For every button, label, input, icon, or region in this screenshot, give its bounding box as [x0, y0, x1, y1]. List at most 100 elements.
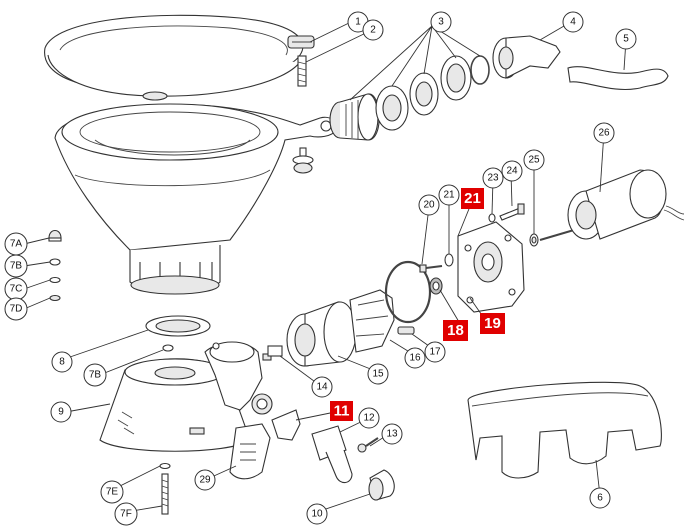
highlight-label-21: 21 — [461, 188, 484, 209]
shaft-seal-19 — [429, 277, 443, 295]
washer-21 — [444, 253, 454, 267]
screw-23 — [488, 213, 496, 223]
inlet-nut — [440, 55, 472, 101]
svg-text:4: 4 — [570, 17, 576, 28]
callout-17: 17 — [424, 341, 446, 363]
callout-23: 23 — [482, 167, 504, 189]
svg-text:26: 26 — [598, 128, 610, 139]
callout-16: 16 — [404, 347, 426, 369]
outlet-flange-12 — [311, 425, 353, 484]
callout-24: 24 — [501, 160, 523, 182]
highlight-label-19: 19 — [480, 313, 505, 334]
callout-7d: 7D — [4, 297, 28, 321]
svg-text:12: 12 — [363, 413, 375, 424]
o-ring-18 — [384, 260, 432, 324]
callout-3: 3 — [430, 11, 452, 33]
callout-5: 5 — [615, 28, 637, 50]
svg-text:21: 21 — [443, 190, 455, 201]
bowl-bolt-nut — [292, 147, 314, 174]
svg-text:7E: 7E — [106, 487, 119, 498]
svg-text:14: 14 — [316, 382, 328, 393]
svg-text:5: 5 — [623, 34, 629, 45]
svg-text:17: 17 — [429, 347, 441, 358]
svg-text:11: 11 — [334, 403, 350, 420]
pump-base — [99, 358, 251, 452]
highlight-label-18: 18 — [443, 320, 468, 341]
hinge-pin — [287, 35, 315, 87]
svg-text:20: 20 — [423, 200, 435, 211]
callout-13: 13 — [381, 423, 403, 445]
callout-12: 12 — [358, 407, 380, 429]
svg-text:19: 19 — [484, 315, 501, 332]
svg-text:15: 15 — [372, 369, 384, 380]
svg-text:29: 29 — [199, 475, 211, 486]
svg-text:13: 13 — [386, 429, 398, 440]
callout-25: 25 — [523, 149, 545, 171]
callout-10: 10 — [306, 503, 328, 525]
callout-21-circle: 21 — [438, 184, 460, 206]
screw-13 — [357, 437, 379, 453]
pump-cover-6 — [467, 381, 662, 479]
svg-text:9: 9 — [58, 407, 64, 418]
callout-7b-lower: 7B — [83, 363, 107, 387]
impeller — [349, 289, 395, 353]
callout-8: 8 — [51, 351, 73, 373]
callout-7c: 7C — [4, 277, 28, 301]
inlet-washer-1 — [375, 85, 409, 131]
svg-text:8: 8 — [59, 357, 65, 368]
washer-25 — [529, 233, 539, 247]
small-screw-14 — [262, 345, 283, 361]
inlet-elbow — [492, 35, 561, 79]
impeller-housing — [286, 301, 357, 367]
callout-7a: 7A — [4, 232, 28, 256]
callout-20: 20 — [418, 194, 440, 216]
callout-6: 6 — [589, 487, 611, 509]
flange-gasket — [145, 315, 211, 337]
svg-text:2: 2 — [370, 25, 376, 36]
svg-text:7F: 7F — [120, 509, 132, 520]
callout-29: 29 — [194, 469, 216, 491]
key-pin-17 — [397, 326, 415, 335]
outlet-cap-10 — [368, 469, 395, 501]
svg-text:3: 3 — [438, 17, 444, 28]
screw-24 — [499, 203, 525, 221]
outlet-elbow-11 — [271, 409, 301, 441]
svg-text:24: 24 — [506, 166, 518, 177]
callout-14: 14 — [311, 376, 333, 398]
pump-head — [204, 341, 273, 415]
callout-7f: 7F — [114, 502, 138, 526]
washer-7b-lower — [162, 344, 174, 352]
callout-26: 26 — [593, 122, 615, 144]
callout-9: 9 — [50, 401, 72, 423]
svg-text:18: 18 — [447, 322, 464, 339]
macerator-cover — [229, 423, 271, 480]
motor-flange — [457, 221, 525, 313]
callout-15: 15 — [367, 363, 389, 385]
inlet-fitting-threaded — [329, 93, 380, 141]
callout-7e: 7E — [100, 480, 124, 504]
motor-26 — [539, 169, 685, 241]
svg-text:21: 21 — [464, 190, 481, 207]
svg-text:7A: 7A — [10, 239, 23, 250]
callout-2: 2 — [362, 19, 384, 41]
svg-text:7D: 7D — [10, 304, 23, 315]
svg-text:7C: 7C — [10, 284, 23, 295]
svg-text:7B: 7B — [10, 261, 23, 272]
svg-text:23: 23 — [487, 173, 499, 184]
svg-text:16: 16 — [409, 353, 421, 364]
inlet-washer-2 — [409, 72, 439, 116]
svg-text:7B: 7B — [89, 370, 102, 381]
small-parts-7a-7d — [48, 229, 62, 302]
callout-4: 4 — [562, 11, 584, 33]
callout-7b: 7B — [4, 254, 28, 278]
svg-text:6: 6 — [597, 493, 603, 504]
svg-text:25: 25 — [528, 155, 540, 166]
washer-7e — [159, 462, 171, 470]
screw-20 — [419, 264, 443, 273]
inlet-o-ring — [470, 55, 490, 85]
svg-text:1: 1 — [355, 17, 361, 28]
toilet-lid — [44, 14, 304, 101]
svg-text:10: 10 — [311, 509, 323, 520]
